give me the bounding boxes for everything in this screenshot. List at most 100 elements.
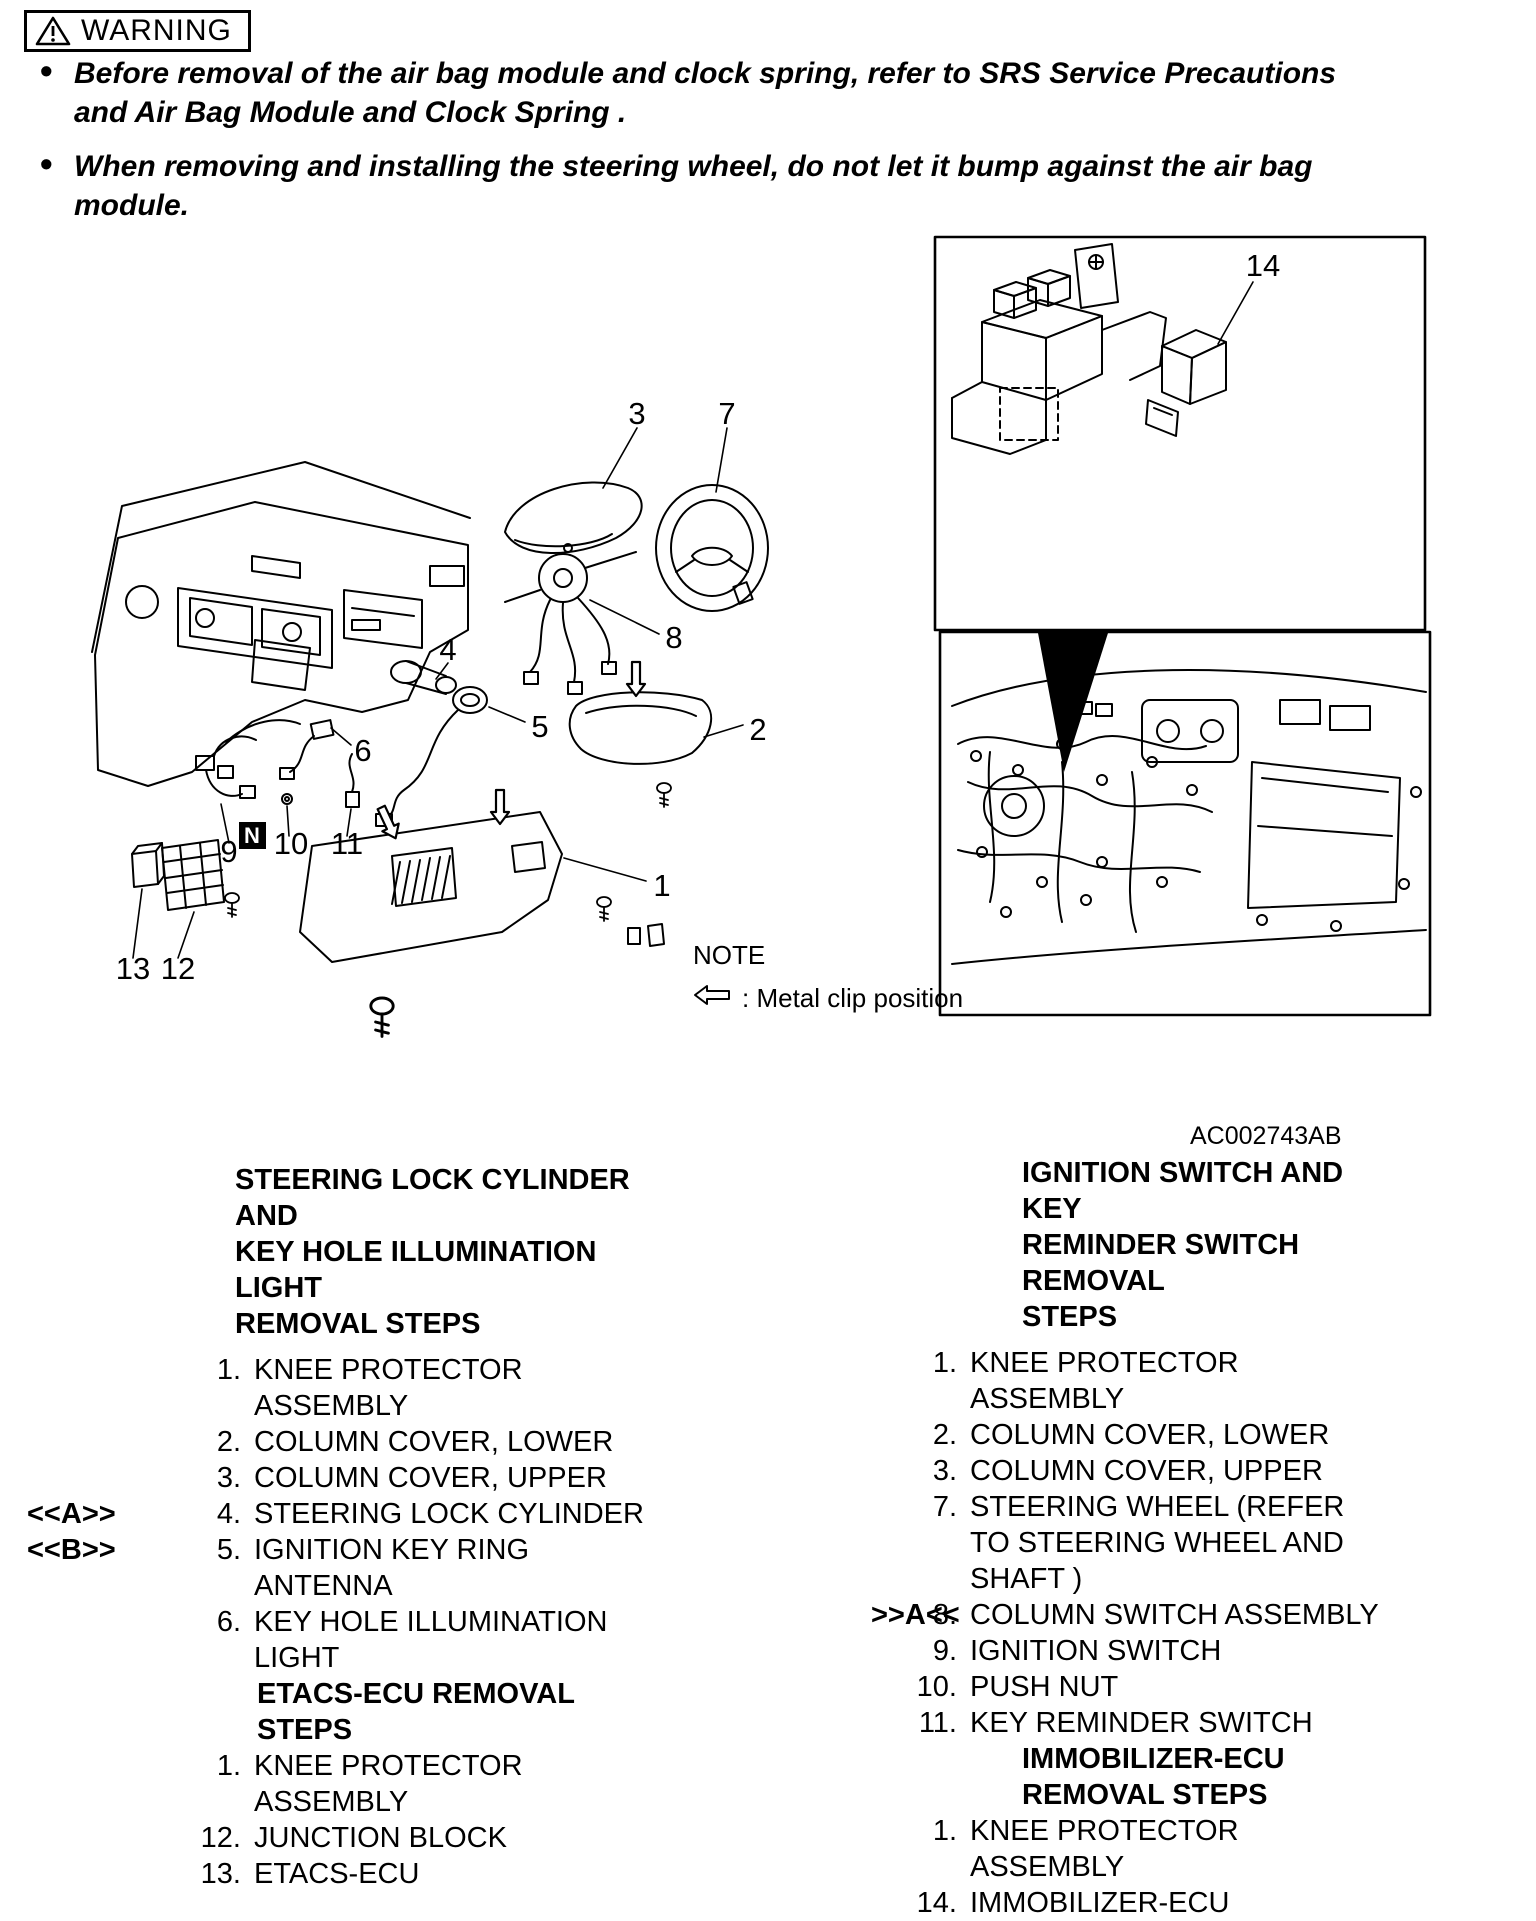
item-number: 5.: [216, 1534, 241, 1566]
immobilizer-steps-title: IMMOBILIZER-ECU REMOVAL STEPS: [1022, 1743, 1285, 1811]
removal-marker-a: <<A>>: [27, 1498, 116, 1530]
item-number: 8.: [932, 1599, 957, 1631]
junction-block-part: [161, 839, 240, 918]
item-text: STEERING LOCK CYLINDER: [254, 1498, 644, 1530]
list-item: <<A>> 4. STEERING LOCK CYLINDER: [27, 1496, 673, 1532]
item-number: 3.: [216, 1462, 241, 1494]
removal-marker-b: <<B>>: [27, 1534, 116, 1566]
column-cover-lower-part: [568, 660, 712, 808]
callout-label: 12: [161, 951, 195, 986]
item-number: 9.: [932, 1635, 957, 1667]
warning-label: WARNING: [81, 14, 232, 47]
list-item: 6. KEY HOLE ILLUMINATION LIGHT: [195, 1604, 673, 1676]
item-number: 13.: [200, 1858, 241, 1890]
list-item: 3. COLUMN COVER, UPPER: [905, 1453, 1410, 1489]
item-number: 6.: [216, 1606, 241, 1638]
list-item: 9. IGNITION SWITCH: [905, 1633, 1410, 1669]
metal-clip-marker: [239, 822, 266, 849]
item-text: KNEE PROTECTOR ASSEMBLY: [254, 1750, 523, 1818]
metal-clip-label: N: [244, 823, 260, 848]
etacs-steps-title: ETACS-ECU REMOVAL STEPS: [257, 1678, 575, 1746]
list-item: 13. ETACS-ECU: [195, 1856, 673, 1892]
right-steps-title: IGNITION SWITCH AND KEY REMINDER SWITCH …: [1022, 1157, 1344, 1333]
list-item: <<B>> 5. IGNITION KEY RING ANTENNA: [27, 1532, 673, 1604]
item-text: COLUMN SWITCH ASSEMBLY: [970, 1599, 1379, 1631]
keyhole-illumination-part: [279, 719, 335, 780]
ignition-switch-steps-list: IGNITION SWITCH AND KEY REMINDER SWITCH …: [871, 1155, 1410, 1921]
dashboard-illustration: [91, 461, 471, 787]
steering-lock-cylinder-part: [390, 660, 457, 695]
warning-bullets: Before removal of the air bag module and…: [38, 51, 1338, 240]
item-number: 11.: [918, 1707, 957, 1739]
item-text: KNEE PROTECTOR ASSEMBLY: [970, 1347, 1239, 1415]
figure-code: AC002743AB: [1190, 1122, 1342, 1150]
item-text: STEERING WHEEL (REFER TO STEERING WHEEL …: [970, 1491, 1345, 1595]
item-text: KNEE PROTECTOR ASSEMBLY: [970, 1815, 1239, 1883]
inset-immobilizer-view: [933, 235, 1427, 632]
list-item: 1. KNEE PROTECTOR ASSEMBLY: [195, 1748, 673, 1820]
item-text: IMMOBILIZER-ECU: [970, 1887, 1230, 1919]
list-item: 1. KNEE PROTECTOR ASSEMBLY: [905, 1345, 1410, 1417]
item-text: IGNITION KEY RING ANTENNA: [254, 1534, 530, 1602]
item-text: ETACS-ECU: [254, 1858, 420, 1890]
item-text: COLUMN COVER, UPPER: [254, 1462, 607, 1494]
item-number: 1.: [932, 1347, 957, 1379]
list-item: 2. COLUMN COVER, LOWER: [905, 1417, 1410, 1453]
push-nut-part: [281, 793, 293, 805]
item-text: COLUMN COVER, LOWER: [254, 1426, 614, 1458]
list-item: 12. JUNCTION BLOCK: [195, 1820, 673, 1856]
item-text: KEY HOLE ILLUMINATION LIGHT: [254, 1606, 608, 1674]
note-label: NOTE: [693, 940, 766, 970]
leader-lines: [132, 281, 1254, 959]
removal-marker-right-a: >>A<<: [871, 1599, 960, 1631]
list-item: 1. KNEE PROTECTOR ASSEMBLY: [195, 1352, 673, 1424]
item-text: COLUMN COVER, LOWER: [970, 1419, 1330, 1451]
key-reminder-switch-part: [345, 753, 360, 808]
callout-label: 4: [439, 632, 456, 667]
item-number: 4.: [216, 1498, 241, 1530]
callout-label: 14: [1246, 248, 1280, 283]
item-number: 2.: [932, 1419, 957, 1451]
etacs-ecu-part: [131, 842, 165, 888]
list-item: 14. IMMOBILIZER-ECU: [905, 1885, 1410, 1921]
list-item: 3. COLUMN COVER, UPPER: [195, 1460, 673, 1496]
callout-label: 7: [718, 396, 735, 431]
item-number: 2.: [216, 1426, 241, 1458]
callout-label: 10: [274, 826, 308, 861]
item-number: 12.: [200, 1822, 241, 1854]
item-text: KEY REMINDER SWITCH: [970, 1707, 1313, 1739]
key-ring-antenna-part: [375, 686, 488, 827]
list-item: 1. KNEE PROTECTOR ASSEMBLY: [905, 1813, 1410, 1885]
item-text: JUNCTION BLOCK: [254, 1822, 507, 1854]
callout-label: 3: [628, 396, 645, 431]
warning-bullet: When removing and installing the steerin…: [38, 144, 1338, 225]
exploded-diagram: 1 2 3 4 5 6 7 8 9 10 11 12 13 14 N: [91, 235, 1432, 1039]
knee-protector-part: [299, 788, 665, 1039]
item-number: 10.: [916, 1671, 957, 1703]
callout-label: 13: [116, 951, 150, 986]
note-text: : Metal clip position: [742, 983, 964, 1013]
left-steps-title: STEERING LOCK CYLINDER AND KEY HOLE ILLU…: [235, 1164, 630, 1340]
metal-clip-arrow-icon: [693, 983, 733, 1014]
callout-label: 5: [531, 709, 548, 744]
list-item: 11. KEY REMINDER SWITCH: [905, 1705, 1410, 1741]
list-item: 2. COLUMN COVER, LOWER: [195, 1424, 673, 1460]
ignition-switch-part: [195, 719, 301, 799]
list-item: 7. STEERING WHEEL (REFER TO STEERING WHE…: [905, 1489, 1410, 1597]
callout-labels: 1 2 3 4 5 6 7 8 9 10 11 12 13 14 N: [116, 248, 1280, 986]
callout-label: 6: [354, 733, 371, 768]
item-number: 7.: [932, 1491, 957, 1523]
warning-icon: [35, 16, 71, 46]
callout-label: 9: [220, 834, 237, 869]
callout-label: 8: [665, 620, 682, 655]
item-text: PUSH NUT: [970, 1671, 1119, 1703]
item-text: IGNITION SWITCH: [970, 1635, 1222, 1667]
callout-label: 1: [653, 868, 670, 903]
callout-label: 11: [331, 826, 363, 861]
item-number: 1.: [932, 1815, 957, 1847]
list-item: >>A<< 8. COLUMN SWITCH ASSEMBLY: [871, 1597, 1410, 1633]
item-number: 3.: [932, 1455, 957, 1487]
column-cover-upper-part: [504, 481, 643, 554]
callout-label: 2: [749, 712, 766, 747]
inset-harness-view: [938, 630, 1432, 1017]
